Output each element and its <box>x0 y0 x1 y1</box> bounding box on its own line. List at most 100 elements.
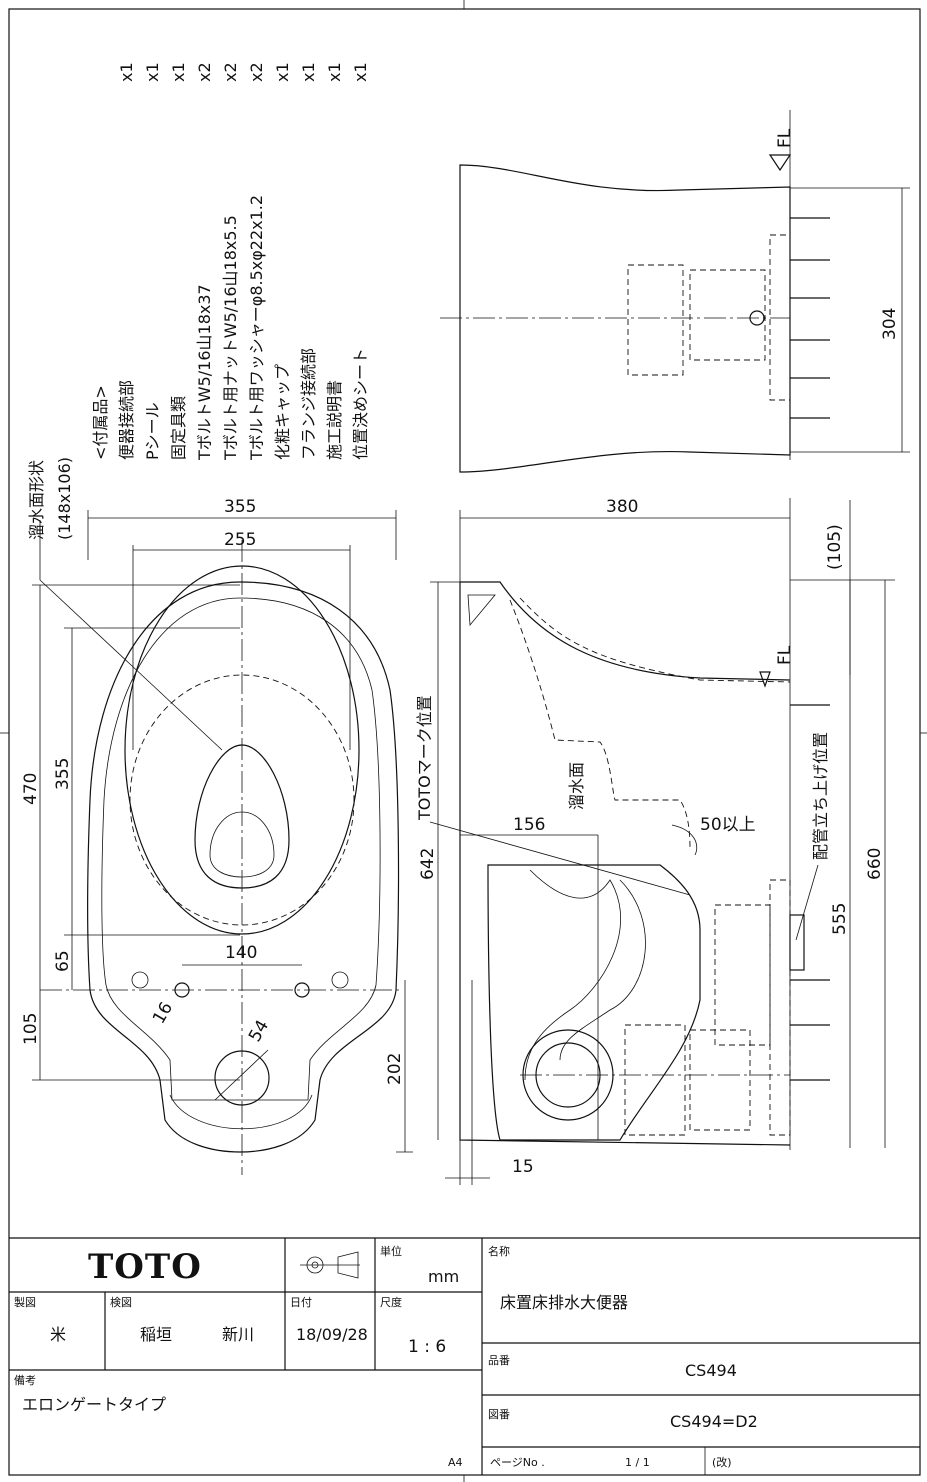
accessory-name: Tボルト用ナットW5/16山18x5.5 <box>221 215 240 461</box>
fl-label-top: FL <box>775 128 795 148</box>
projection-symbol-icon <box>300 1251 360 1279</box>
side-pipe-a <box>624 1024 686 1136</box>
dim-105-left: 105 <box>21 1013 41 1045</box>
date-label: 日付 <box>290 1296 312 1309</box>
accessory-name: 固定具類 <box>169 396 188 460</box>
rear-body-outline <box>459 164 791 473</box>
dim-16: 16 <box>149 999 177 1028</box>
accessory-qty: x1 <box>299 62 318 82</box>
accessory-qty: x1 <box>117 62 136 82</box>
checked-value-1: 稲垣 <box>140 1325 172 1344</box>
accessory-name: 化粧キャップ <box>273 364 292 460</box>
accessory-qty: x1 <box>351 62 370 82</box>
seat-cover <box>467 594 496 627</box>
side-joint <box>714 904 771 1046</box>
dim-355-vertical: 355 <box>53 758 73 790</box>
page-label: ページNo . <box>490 1456 545 1469</box>
accessories-list: <付属品> 便器接続部x1Pシールx1固定具類x1TボルトW5/16山18x37… <box>91 62 370 461</box>
drawn-label: 製図 <box>14 1295 36 1309</box>
rim-outline <box>101 597 381 1101</box>
bowl-section <box>487 864 701 1141</box>
product-label: 品番 <box>488 1354 510 1367</box>
accessory-qty: x1 <box>325 62 344 82</box>
dim-642: 642 <box>418 848 438 880</box>
scale-value: 1 : 6 <box>408 1337 446 1357</box>
rear-bolts <box>790 217 830 419</box>
dim-50: 50以上 <box>700 815 756 835</box>
rear-pipe-a <box>627 264 684 376</box>
name-label: 名称 <box>488 1244 510 1258</box>
top-view: 355 255 470 355 65 105 140 16 54 202 溜水面… <box>21 457 413 1175</box>
unit-label: 単位 <box>380 1244 402 1258</box>
remarks-value: エロンゲートタイプ <box>22 1395 166 1414</box>
leader-water-surface <box>39 579 223 751</box>
drawn-value: 米 <box>50 1325 66 1344</box>
unit-value: mm <box>428 1267 459 1286</box>
drawing-no-label: 図番 <box>488 1408 510 1421</box>
paper-size: A4 <box>448 1456 463 1469</box>
bowl-outline-outer <box>87 581 400 1153</box>
accessory-qty: x1 <box>273 62 292 82</box>
accessory-name: 施工説明書 <box>325 380 344 460</box>
trapway-b <box>559 879 646 1061</box>
fl-triangle-mid <box>759 671 771 688</box>
drawing-frame <box>8 8 921 1476</box>
dim-355-top: 355 <box>224 497 256 517</box>
page-value: 1 / 1 <box>625 1456 650 1469</box>
bowl-dashed <box>129 674 355 926</box>
dim-255: 255 <box>224 530 256 550</box>
side-flange <box>769 879 791 1136</box>
dim-156: 156 <box>513 815 545 835</box>
accessory-qty: x1 <box>169 62 188 82</box>
title-block: TOTO 単位 mm 名称 床置床排水大便器 製図 米 検図 稲垣 新川 日付 … <box>9 1237 920 1475</box>
dim-304: 304 <box>880 308 900 340</box>
dim-660: 660 <box>865 848 885 880</box>
accessory-name: フランジ接続部 <box>299 348 318 460</box>
water-surface-side-label: 溜水面 <box>567 762 586 810</box>
accessory-qty: x2 <box>221 62 240 82</box>
mark-right <box>331 971 349 989</box>
dim-202: 202 <box>385 1053 405 1085</box>
fl-triangle-top <box>768 154 792 172</box>
dim-54: 54 <box>245 1017 273 1046</box>
dim-105-paren: (105) <box>825 524 845 570</box>
fl-label-mid: FL <box>775 645 795 665</box>
internal-channel-b <box>519 597 791 683</box>
accessory-name: TボルトW5/16山18x37 <box>195 284 214 461</box>
rear-drain-mark <box>749 310 765 326</box>
dim-470: 470 <box>21 773 41 805</box>
pipe-position-label: 配管立ち上げ位置 <box>811 732 830 860</box>
rear-pipe-b <box>689 269 766 361</box>
dim-140: 140 <box>225 943 257 963</box>
internal-channel-a <box>509 599 691 851</box>
checked-label: 検図 <box>110 1295 132 1309</box>
side-bolts <box>790 704 830 1081</box>
side-section-view: 380 (105) 660 555 FL <box>415 497 895 1185</box>
product-value: CS494 <box>685 1361 737 1380</box>
revision-label: (改) <box>712 1455 732 1469</box>
drawing-no-value: CS494=D2 <box>670 1412 758 1431</box>
date-value: 18/09/28 <box>296 1325 368 1344</box>
mark-left <box>131 971 149 989</box>
dim-555: 555 <box>830 903 850 935</box>
dim-380: 380 <box>606 497 638 517</box>
accessory-name: 位置決めシート <box>351 348 370 460</box>
toto-mark-label: TOTOマーク位置 <box>415 695 434 821</box>
pipe-position-leader <box>795 864 819 941</box>
water-surface-label: 溜水面形状 <box>27 460 46 540</box>
accessory-qty: x1 <box>143 62 162 82</box>
remarks-label: 備考 <box>14 1374 36 1387</box>
toto-mark-leader <box>429 821 691 896</box>
accessory-name: 便器接続部 <box>117 380 136 460</box>
toto-logo: TOTO <box>88 1247 202 1287</box>
dim-line-54 <box>214 1049 269 1101</box>
accessory-name: Pシール <box>143 402 162 460</box>
rear-view: FL 304 <box>440 110 910 473</box>
accessory-qty: x2 <box>195 62 214 82</box>
rear-flange <box>769 234 791 401</box>
accessory-name: Tボルト用ワッシャーφ8.5xφ22x1.2 <box>247 195 266 461</box>
side-pipe-b <box>689 1029 751 1131</box>
scale-label: 尺度 <box>380 1295 402 1309</box>
dim-15: 15 <box>512 1157 534 1177</box>
